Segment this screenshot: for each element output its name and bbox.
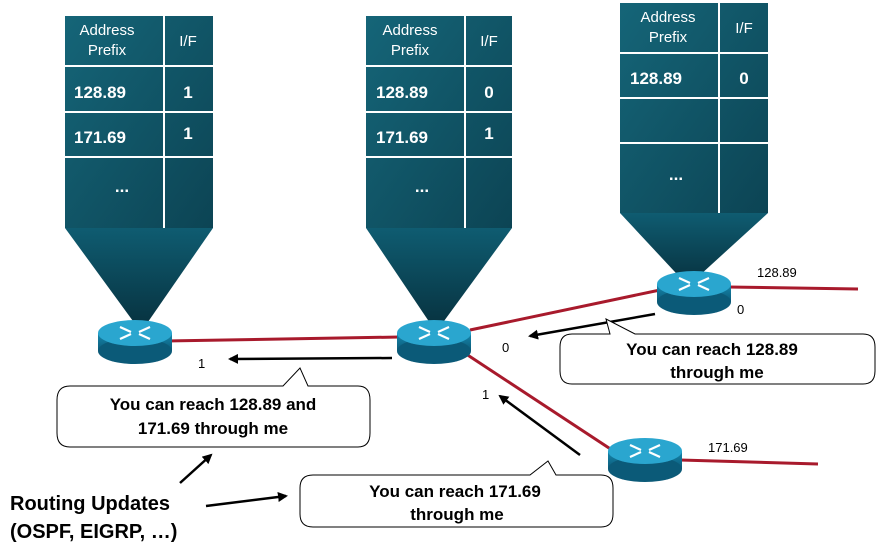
arrow-right-to-center [528,312,656,340]
routing-table-left: Address Prefix I/F 128.89 1 171.69 1 ... [65,16,213,228]
table-header-interface: I/F [179,33,197,50]
funnel-left [65,228,213,332]
network-links [164,285,859,466]
bubble-text: You can reach 128.89 and [110,395,317,414]
table-cell-prefix: 171.69 [376,128,428,147]
caption-title: Routing Updates [10,493,170,515]
router-arrows-icon [119,325,151,341]
arrow-bottom-to-center [498,394,581,457]
table-cell-interface: 0 [739,69,748,88]
link-right-network [727,285,859,291]
table-cell-interface: 1 [484,124,493,143]
table-header-prefix: Prefix [391,42,430,59]
network-label-right: 128.89 [757,265,797,280]
bubble-text: 171.69 through me [138,419,288,438]
link-center-right [469,288,661,332]
table-header-interface: I/F [480,33,498,50]
speech-bubble-left: You can reach 128.89 and 171.69 through … [56,367,371,448]
funnel-center [366,228,512,332]
update-arrows [179,312,656,508]
arrow-caption-to-bottom-bubble [205,492,288,508]
table-cell-ellipsis: ... [115,177,129,196]
table-header-prefix: Prefix [88,42,127,59]
table-cell-interface: 1 [183,83,192,102]
interface-label-center-right: 0 [502,340,509,355]
table-cell-prefix: 128.89 [630,69,682,88]
speech-bubble-top-right: You can reach 128.89 through me [559,318,876,385]
link-center-bottom [459,348,613,452]
link-bottom-network [679,458,819,466]
interface-label-left: 1 [198,356,205,371]
link-left-center [164,335,401,343]
router-arrows-icon [418,325,450,341]
table-cell-ellipsis: ... [415,177,429,196]
router-right [657,271,731,315]
router-center [397,320,471,364]
bubble-text: through me [410,505,504,524]
bubble-text: You can reach 171.69 [369,482,541,501]
router-bottom [608,438,682,482]
router-arrows-icon [629,443,661,459]
caption-subtitle: (OSPF, EIGRP, …) [10,521,177,543]
table-header-prefix: Address [79,22,134,39]
speech-bubble-bottom: You can reach 171.69 through me [299,460,614,528]
routing-table-right: Address Prefix I/F 128.89 0 ... [620,3,768,213]
table-cell-ellipsis: ... [669,165,683,184]
table-cell-prefix: 171.69 [74,128,126,147]
interface-label-right: 0 [737,302,744,317]
table-cell-interface: 0 [484,83,493,102]
network-label-bottom: 171.69 [708,440,748,455]
arrow-center-to-left [228,353,393,364]
funnel-right [620,213,768,286]
table-cell-interface: 1 [183,124,192,143]
bubble-text: through me [670,363,764,382]
router-arrows-icon [678,276,710,292]
table-header-prefix: Address [640,9,695,26]
bubble-text: You can reach 128.89 [626,340,798,359]
interface-label-center-bottom: 1 [482,387,489,402]
table-cell-prefix: 128.89 [376,83,428,102]
routing-table-center: Address Prefix I/F 128.89 0 171.69 1 ... [366,16,512,228]
table-cell-prefix: 128.89 [74,83,126,102]
table-header-prefix: Prefix [649,29,688,46]
table-header-prefix: Address [382,22,437,39]
table-header-interface: I/F [735,20,753,37]
router-left [98,320,172,364]
arrow-caption-to-left-bubble [179,453,213,484]
